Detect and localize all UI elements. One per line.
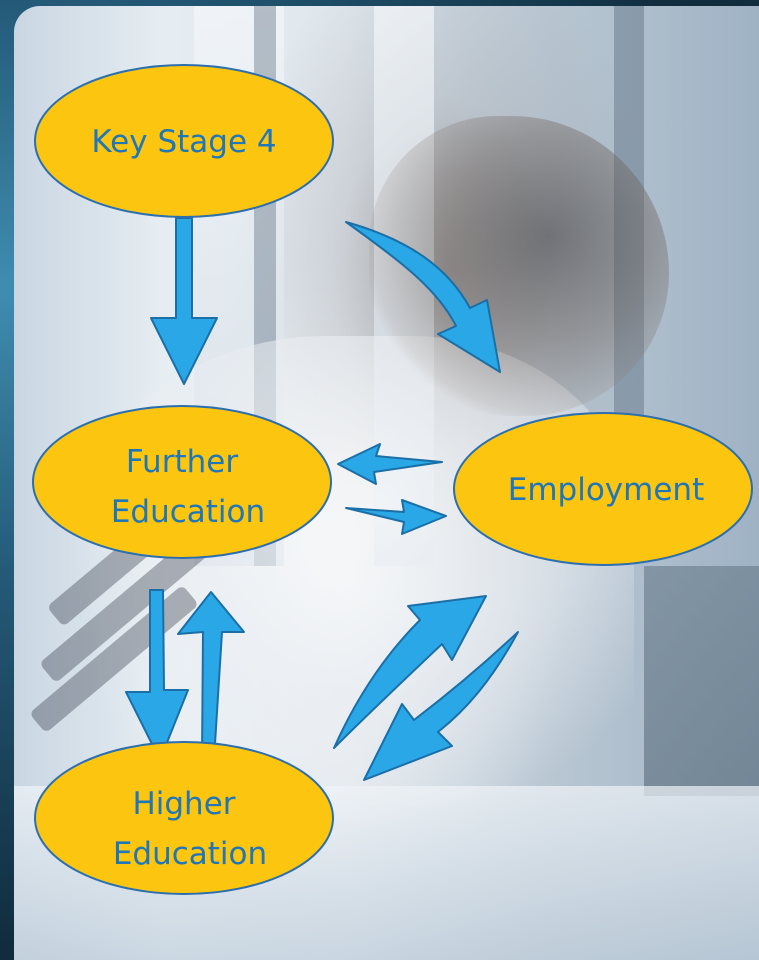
node-higher-education: Higher Education: [34, 741, 334, 895]
arrow-employment-to-higher-education: [363, 631, 519, 781]
node-higher-education-label-line2: Education: [113, 836, 267, 872]
arrow-higher-education-to-further-education: [177, 591, 245, 761]
node-higher-education-label-line1: Higher: [132, 786, 235, 822]
arrow-higher-education-to-employment: [333, 595, 487, 749]
node-shape: [453, 412, 753, 566]
arrows-group: [125, 217, 519, 781]
arrow-employment-to-further-education: [337, 443, 443, 485]
arrow-ks4-to-further-education: [150, 217, 218, 385]
nodes-group: Key Stage 4 Further Education Employment…: [32, 64, 753, 895]
node-further-education-label-line1: Further: [126, 444, 238, 480]
monitor: [644, 566, 759, 796]
node-shape: [32, 405, 332, 559]
arrow-further-education-to-employment: [345, 499, 447, 535]
node-shape: [34, 741, 334, 895]
node-further-education: Further Education: [32, 405, 332, 559]
arrow-further-education-to-higher-education: [125, 589, 189, 761]
arrow-ks4-to-employment: [345, 221, 501, 373]
node-further-education-label-line2: Education: [111, 494, 265, 530]
node-shape: [34, 64, 334, 218]
node-key-stage-4-label: Key Stage 4: [91, 124, 276, 160]
node-employment: Employment: [453, 412, 753, 566]
node-employment-label: Employment: [508, 472, 704, 508]
node-key-stage-4: Key Stage 4: [34, 64, 334, 218]
